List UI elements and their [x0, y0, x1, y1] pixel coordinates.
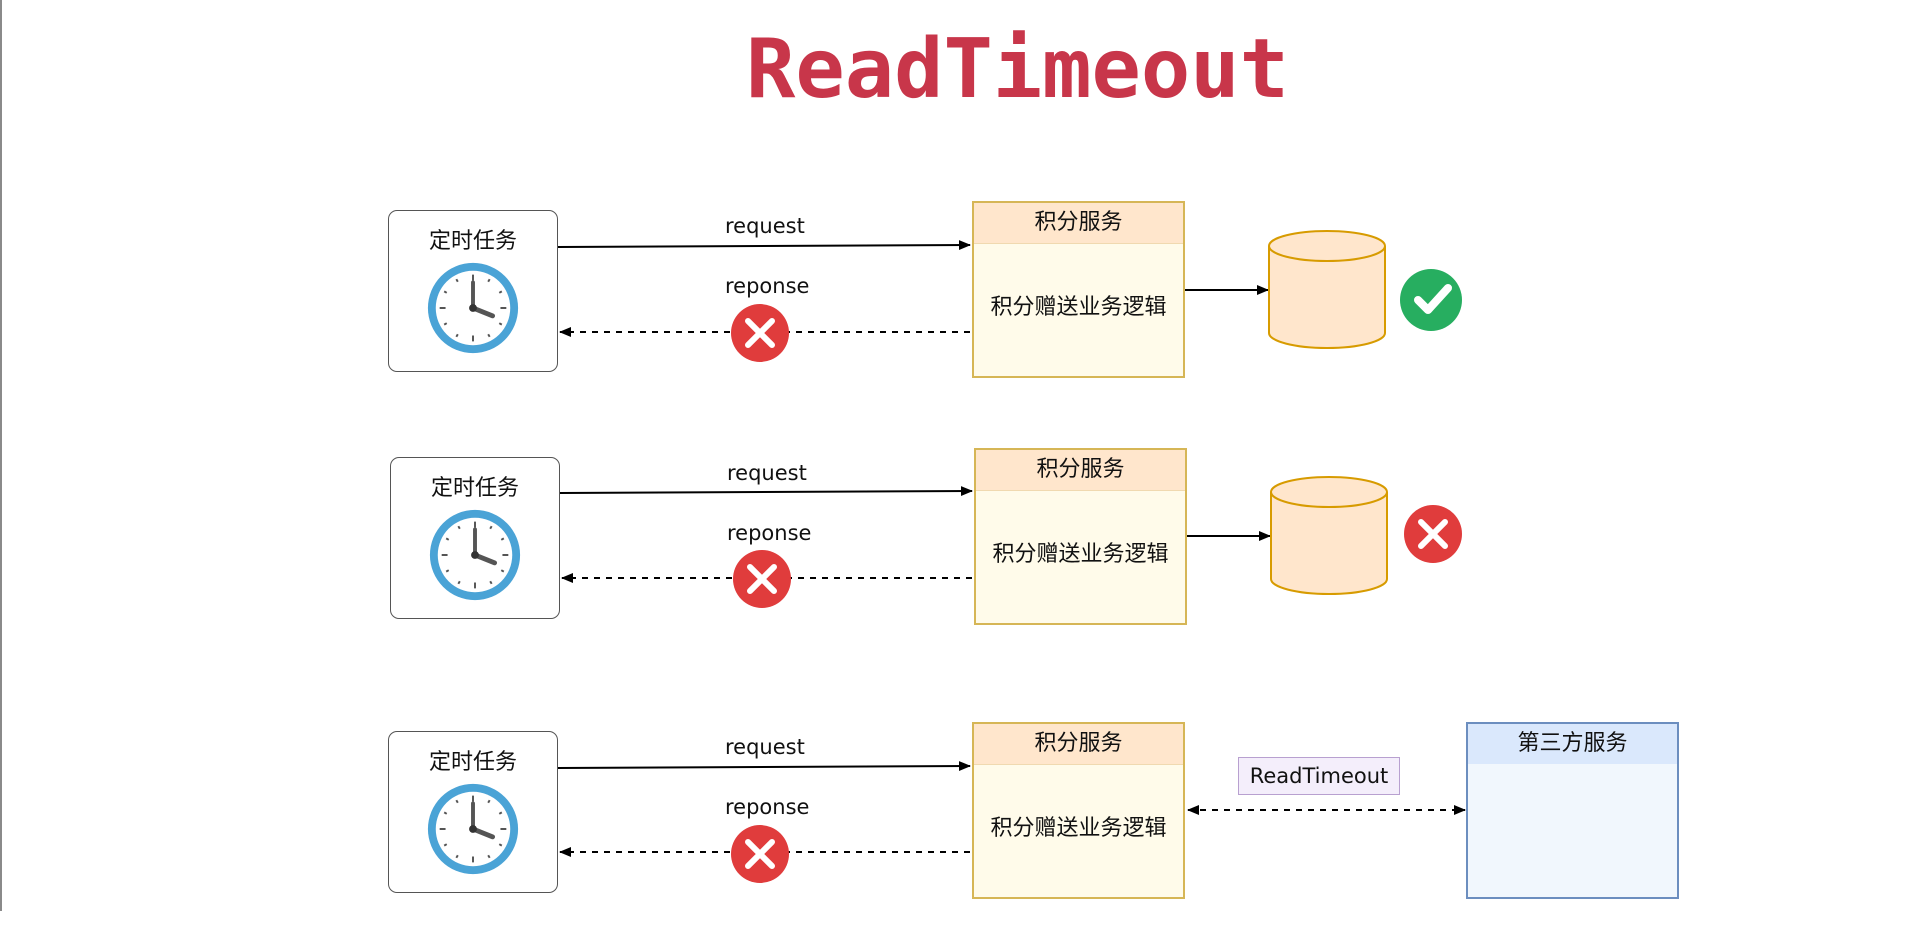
scheduled-task-box: 定时任务 [390, 457, 560, 619]
response-label: reponse [725, 274, 810, 298]
points-service-box: 积分服务 积分赠送业务逻辑 [972, 722, 1185, 899]
request-label: request [727, 461, 807, 485]
task-label: 定时任务 [430, 476, 519, 501]
request-label: request [725, 735, 805, 759]
scenario-3: 定时任务 request reponse 积分服务 积分赠送业务逻辑 第三方服务 [0, 722, 1920, 931]
left-border [0, 0, 2, 911]
success-check-icon [1400, 269, 1462, 331]
service-logic-label: 积分赠送业务逻辑 [992, 542, 1169, 567]
task-label: 定时任务 [428, 229, 517, 254]
task-label: 定时任务 [428, 750, 517, 775]
service-logic-label: 积分赠送业务逻辑 [990, 295, 1167, 320]
diagram-connectors [557, 230, 1466, 883]
third-party-title: 第三方服务 [1468, 724, 1677, 764]
error-icon [733, 550, 791, 608]
scenario-2: 定时任务 request reponse 积分服务 积分赠送业务逻辑 [0, 448, 1920, 657]
request-label: request [725, 214, 805, 238]
request-arrow-1 [557, 240, 971, 251]
database-2 [1270, 476, 1388, 595]
response-label: reponse [727, 521, 812, 545]
error-icon [1404, 505, 1462, 563]
service-title: 积分服务 [974, 724, 1183, 765]
page-title: ReadTimeout [745, 22, 1290, 117]
request-arrow-3 [557, 761, 971, 772]
scenario-1: 定时任务 request reponse 积分服务 积分赠送业务逻辑 [0, 201, 1920, 410]
points-service-box: 积分服务 积分赠送业务逻辑 [972, 201, 1185, 378]
clock-icon [429, 509, 521, 601]
third-party-service-box: 第三方服务 [1466, 722, 1679, 899]
error-icon [731, 304, 789, 362]
service-logic-label: 积分赠送业务逻辑 [990, 816, 1167, 841]
service-title: 积分服务 [976, 450, 1185, 491]
service-title: 积分服务 [974, 203, 1183, 244]
error-icon [731, 825, 789, 883]
clock-icon [427, 262, 519, 354]
clock-icon [427, 783, 519, 875]
read-timeout-tag: ReadTimeout [1238, 757, 1400, 795]
points-service-box: 积分服务 积分赠送业务逻辑 [974, 448, 1187, 625]
request-arrow-2 [559, 486, 973, 497]
response-label: reponse [725, 795, 810, 819]
scheduled-task-box: 定时任务 [388, 210, 558, 372]
scheduled-task-box: 定时任务 [388, 731, 558, 893]
database-1 [1268, 230, 1386, 349]
